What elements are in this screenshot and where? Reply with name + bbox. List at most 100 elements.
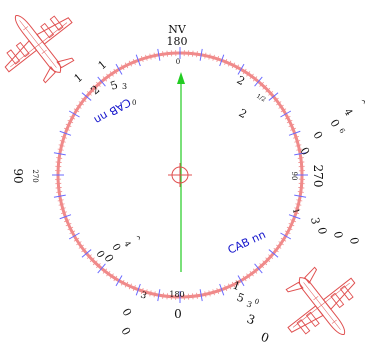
compass-tick-major — [59, 214, 72, 220]
compass-tick-minor — [113, 275, 118, 282]
compass-tick-minor — [216, 55, 220, 62]
compass-tick-major — [199, 289, 203, 302]
compass-tick-minor — [120, 279, 125, 286]
cab-label-lower: CAB nn — [226, 228, 268, 257]
ring-label: 6 — [337, 127, 346, 135]
compass-tick-minor — [67, 226, 74, 231]
compass-tick-major — [288, 130, 301, 136]
compass-tick-minor — [166, 50, 168, 57]
compass-tick-minor — [273, 97, 279, 103]
compass-tick-minor — [224, 58, 228, 65]
compass-tick-minor — [67, 119, 74, 124]
ring-label: 3 — [122, 82, 127, 91]
top-value: 180 — [167, 35, 188, 48]
ring-label: 5 — [109, 78, 120, 93]
ring-label: 0 — [109, 242, 122, 253]
compass-tick-minor — [295, 203, 302, 206]
compass-tick-minor — [246, 71, 251, 77]
compass-tick-major — [53, 152, 66, 156]
compass-tick-minor — [78, 244, 84, 249]
compass-tick-minor — [262, 84, 268, 90]
compass-tick-minor — [109, 273, 114, 279]
compass-tick-minor — [96, 263, 101, 269]
compass-tick-minor — [149, 290, 152, 297]
compass-tick-major — [219, 283, 225, 296]
ring-label: 1 — [72, 71, 86, 85]
compass-tick-minor — [192, 50, 194, 57]
compass-tick-minor — [69, 230, 76, 235]
compass-tick-minor — [204, 52, 207, 59]
compass-tick-minor — [278, 104, 284, 109]
compass-tick-minor — [166, 293, 168, 300]
ring-label: 0 — [132, 99, 136, 107]
compass-tick-major — [268, 92, 279, 101]
compass-tick-minor — [60, 211, 67, 215]
compass-tick-minor — [59, 207, 66, 210]
compass-tick-minor — [280, 108, 287, 113]
compass-tick-minor — [78, 101, 84, 106]
crosshair-icon — [168, 163, 192, 187]
compass-tick-minor — [124, 281, 129, 288]
compass-tick-minor — [296, 148, 303, 151]
compass-tick-minor — [128, 60, 132, 67]
ring-label: 1 — [96, 58, 110, 72]
compass-tick-major — [97, 263, 106, 274]
compass-tick-minor — [55, 161, 62, 163]
compass-tick-minor — [297, 157, 304, 159]
compass-tick-major — [81, 92, 92, 101]
compass-tick-minor — [106, 73, 111, 79]
compass-tick-minor — [280, 237, 287, 242]
compass-tick-minor — [298, 161, 305, 163]
compass-tick-minor — [89, 87, 95, 93]
compass-tick-minor — [86, 254, 92, 259]
ring-label: 0 — [347, 236, 361, 245]
ring-label: 1 — [291, 208, 301, 215]
compass-tick-minor — [246, 273, 251, 279]
compass-tick-major — [280, 110, 292, 118]
ring-label: 0 — [93, 249, 106, 260]
compass-tick-minor — [120, 64, 125, 71]
compass-tick-minor — [265, 257, 271, 263]
compass-tick-minor — [65, 123, 72, 127]
compass-tick-minor — [204, 291, 207, 298]
compass-tick-minor — [56, 157, 63, 159]
compass-tick-minor — [296, 199, 303, 202]
compass-tick-major — [288, 214, 301, 220]
compass-tick-minor — [228, 60, 232, 67]
compass-tick-minor — [268, 254, 274, 259]
compass-tick-minor — [286, 226, 293, 231]
inner-bottom: 180 — [169, 290, 184, 299]
compass-tick-minor — [153, 52, 156, 59]
compass-tick-minor — [140, 55, 144, 62]
compass-tick-minor — [235, 64, 240, 71]
compass-tick-minor — [109, 71, 114, 77]
compass-tick-minor — [216, 288, 220, 295]
left-value: 90 — [11, 168, 25, 183]
compass-tick-major — [53, 194, 66, 198]
compass-tick-minor — [212, 54, 215, 61]
compass-tick-minor — [162, 51, 164, 58]
compass-tick-major — [157, 48, 161, 61]
compass-tick-major — [115, 63, 123, 75]
compass-tick-major — [81, 249, 92, 258]
compass-tick-minor — [235, 279, 240, 286]
compass-tick-minor — [295, 144, 302, 147]
compass-tick-minor — [96, 81, 101, 87]
compass-tick-major — [254, 263, 263, 274]
compass-tick-minor — [268, 91, 274, 96]
compass-tick-minor — [73, 237, 80, 242]
ring-label: 0 — [259, 330, 271, 346]
compass-tick-major — [59, 130, 72, 136]
right-value: 270 — [311, 165, 325, 188]
compass-tick-minor — [224, 285, 228, 292]
compass-tick-minor — [259, 81, 264, 87]
compass-tick-minor — [81, 247, 87, 253]
compass-tick-major — [135, 283, 141, 296]
compass-tick-minor — [57, 199, 64, 202]
compass-tick-minor — [58, 203, 65, 206]
compass-tick-minor — [273, 247, 279, 253]
compass-ticks — [52, 47, 308, 303]
compass-tick-minor — [128, 283, 132, 290]
cab-label-upper: CAB nn — [92, 95, 133, 126]
compass-tick-minor — [132, 58, 136, 65]
